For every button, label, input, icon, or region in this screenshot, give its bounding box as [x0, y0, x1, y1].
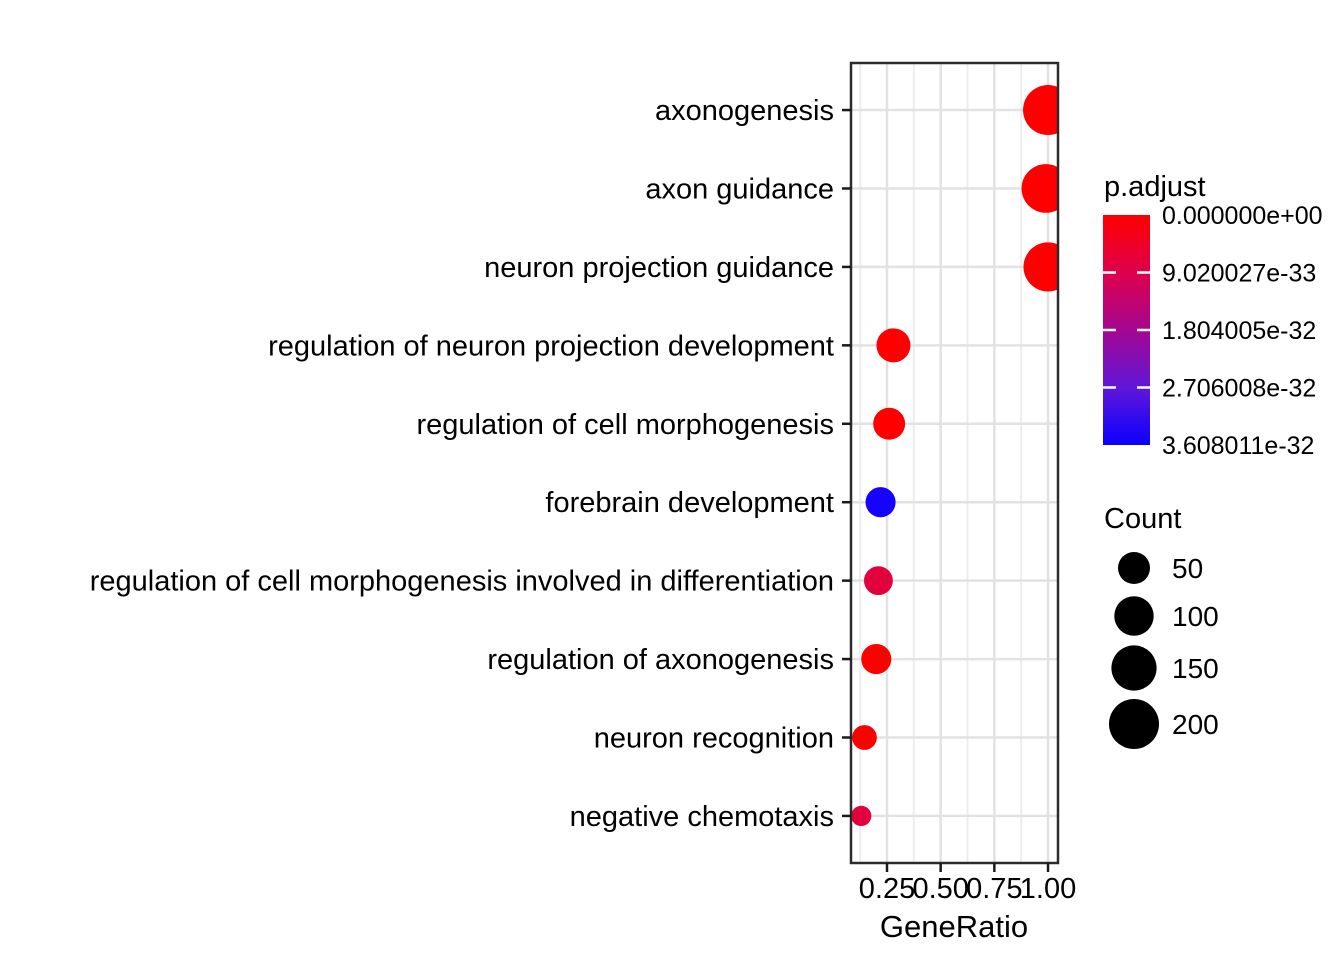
- count-legend: Count 50 100 150 200: [1104, 503, 1219, 750]
- x-tick-label: 0.50: [912, 873, 968, 905]
- dot: [863, 566, 893, 596]
- count-legend-dot: [1117, 551, 1151, 585]
- count-legend-dot: [1111, 645, 1157, 691]
- colorbar-tick-label: 9.020027e-33: [1162, 260, 1316, 288]
- dot: [873, 407, 906, 440]
- category-label: neuron recognition: [594, 722, 834, 754]
- colorbar-ticks: [1103, 271, 1150, 389]
- data-dots: [851, 85, 1058, 827]
- category-label: neuron projection guidance: [484, 252, 834, 284]
- x-tick-label: 0.75: [966, 873, 1022, 905]
- padjust-legend: p.adjust 0.000000e+00 9.020027e-33 1.80400…: [1103, 171, 1323, 460]
- count-legend-dot: [1114, 596, 1154, 636]
- category-label: regulation of neuron projection developm…: [268, 330, 834, 362]
- dot: [876, 328, 911, 363]
- count-legend-label: 200: [1172, 709, 1219, 740]
- panel-border: [849, 61, 1060, 865]
- colorbar-tick-label: 1.804005e-32: [1162, 317, 1316, 345]
- dot: [851, 805, 872, 827]
- x-tick-label: 0.25: [859, 873, 915, 905]
- category-label: axonogenesis: [655, 95, 834, 127]
- count-legend-dots: [1108, 551, 1160, 750]
- colorbar-tick-label: 0.000000e+00: [1162, 202, 1323, 230]
- count-legend-label: 50: [1172, 553, 1203, 584]
- category-label: regulation of axonogenesis: [487, 644, 834, 676]
- count-legend-labels: 50 100 150 200: [1172, 553, 1219, 740]
- x-axis-tick-labels: 0.250.500.751.00: [859, 873, 1076, 905]
- x-tick-label: 1.00: [1020, 873, 1076, 905]
- category-label: forebrain development: [545, 487, 834, 519]
- count-legend-title: Count: [1104, 503, 1181, 535]
- dot: [1023, 242, 1058, 292]
- category-label: negative chemotaxis: [570, 801, 834, 833]
- colorbar-tick-label: 2.706008e-32: [1162, 375, 1316, 403]
- dot: [852, 725, 877, 750]
- colorbar-labels: 0.000000e+00 9.020027e-33 1.804005e-32 2.70…: [1162, 202, 1323, 460]
- count-legend-dot: [1108, 698, 1160, 750]
- count-legend-label: 150: [1172, 653, 1219, 684]
- category-label: regulation of cell morphogenesis involve…: [90, 566, 834, 598]
- dot: [1023, 85, 1058, 136]
- x-axis-title: GeneRatio: [880, 909, 1028, 944]
- dot: [861, 644, 892, 675]
- category-label: regulation of cell morphogenesis: [416, 409, 834, 441]
- padjust-legend-title: p.adjust: [1104, 171, 1206, 203]
- colorbar-tick-label: 3.608011e-32: [1162, 432, 1314, 460]
- category-label: axon guidance: [645, 173, 834, 205]
- axis-ticks: [842, 108, 1050, 872]
- dot: [1021, 164, 1058, 213]
- count-legend-label: 100: [1172, 601, 1219, 632]
- dot: [865, 487, 896, 518]
- y-axis-labels: axonogenesis axon guidance neuron projecti…: [90, 95, 834, 833]
